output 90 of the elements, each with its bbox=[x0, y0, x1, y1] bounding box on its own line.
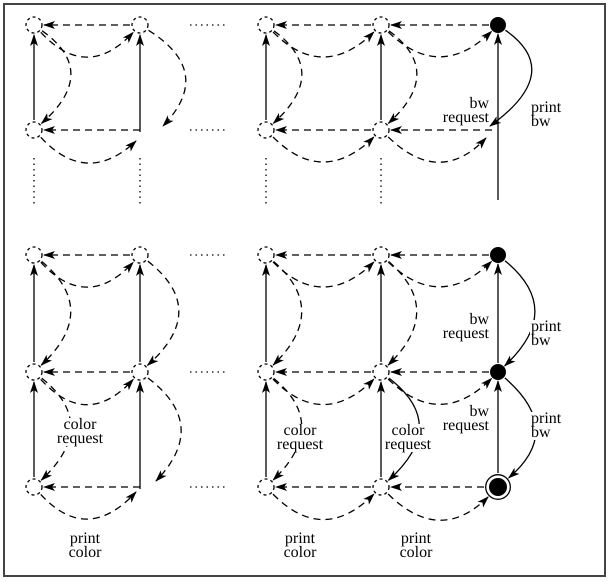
edge-label: bw request bbox=[442, 97, 490, 125]
transition-arrow bbox=[262, 34, 270, 120]
transition-arrow bbox=[504, 260, 536, 367]
transition-arrow bbox=[136, 381, 144, 489]
edge-label: color request bbox=[384, 424, 432, 452]
edge-label: bw request bbox=[442, 405, 490, 433]
transition-arrow bbox=[388, 30, 418, 124]
transition-arrow bbox=[388, 378, 492, 405]
edge-label: print bw bbox=[530, 412, 562, 440]
transition-arrow bbox=[272, 378, 375, 406]
transition-arrow bbox=[388, 30, 492, 58]
transition-arrow bbox=[377, 264, 385, 362]
transition-arrow bbox=[40, 378, 134, 406]
transition-arrow bbox=[272, 261, 302, 366]
dashed-state-circle bbox=[371, 362, 391, 382]
dashed-state-circle bbox=[256, 362, 276, 382]
transition-arrow bbox=[494, 380, 502, 473]
transition-arrow bbox=[275, 368, 371, 376]
transition-arrow bbox=[494, 33, 502, 200]
transition-arrow bbox=[43, 126, 140, 134]
transition-arrow bbox=[390, 21, 489, 29]
dashed-state-circle bbox=[256, 120, 276, 140]
dashed-state-circle bbox=[371, 15, 391, 35]
transition-arrow bbox=[377, 34, 385, 120]
transition-arrow bbox=[489, 30, 532, 127]
dashed-state-circle bbox=[24, 245, 44, 265]
transition-arrow bbox=[262, 381, 270, 477]
transition-arrow bbox=[148, 378, 182, 482]
dashed-state-circle bbox=[24, 120, 44, 140]
transition-arrow bbox=[390, 126, 492, 134]
transition-arrow bbox=[40, 30, 72, 124]
transition-arrow bbox=[262, 264, 270, 362]
transition-arrow bbox=[390, 251, 489, 259]
transition-arrow bbox=[275, 126, 371, 134]
dashed-state-circle bbox=[24, 362, 44, 382]
edge-label: print color bbox=[282, 532, 318, 560]
transition-arrow bbox=[388, 136, 487, 163]
transition-arrow bbox=[275, 21, 371, 29]
edge-label: print bw bbox=[530, 320, 562, 348]
transition-arrow bbox=[388, 261, 418, 366]
transition-arrow bbox=[494, 263, 502, 363]
transition-arrow bbox=[390, 483, 484, 491]
transition-arrow bbox=[388, 260, 492, 288]
dashed-state-circle bbox=[24, 477, 44, 497]
dashed-state-circle bbox=[371, 477, 391, 497]
dashed-state-circle bbox=[256, 245, 276, 265]
final-state-circle bbox=[484, 473, 512, 501]
transition-arrow bbox=[40, 136, 137, 164]
transition-arrow bbox=[30, 34, 38, 120]
edge-label: print color bbox=[68, 532, 102, 560]
transition-arrow bbox=[377, 381, 385, 477]
transition-arrow bbox=[272, 31, 375, 58]
transition-arrow bbox=[275, 483, 371, 491]
transition-arrow bbox=[40, 262, 134, 288]
edge-label: bw request bbox=[442, 313, 490, 341]
transition-arrow bbox=[40, 260, 72, 366]
transition-arrow bbox=[30, 381, 38, 477]
transition-arrow bbox=[40, 32, 134, 58]
transition-arrow bbox=[43, 21, 130, 29]
transition-arrow bbox=[30, 264, 38, 362]
transition-arrow bbox=[43, 483, 140, 491]
transition-arrow bbox=[136, 34, 144, 132]
transition-arrow bbox=[43, 368, 130, 376]
dashed-state-circle bbox=[371, 120, 391, 140]
transition-arrow bbox=[272, 136, 375, 163]
edge-label: color request bbox=[276, 424, 324, 452]
transition-arrow bbox=[148, 30, 186, 127]
edge-label: print bw bbox=[530, 101, 562, 129]
edge-label: print color bbox=[398, 532, 434, 560]
edge-label: color request bbox=[56, 418, 104, 446]
dashed-state-circle bbox=[130, 245, 150, 265]
transition-arrow bbox=[390, 368, 489, 376]
filled-state-dot bbox=[489, 16, 507, 34]
transition-arrow bbox=[43, 251, 130, 259]
dashed-state-circle bbox=[256, 477, 276, 497]
filled-state-dot bbox=[489, 363, 507, 381]
dashed-state-circle bbox=[130, 362, 150, 382]
transition-arrow bbox=[275, 251, 371, 259]
transition-arrow bbox=[272, 261, 375, 288]
transition-arrow bbox=[146, 260, 180, 366]
transition-arrow bbox=[272, 30, 302, 124]
transition-arrow bbox=[272, 493, 375, 520]
transition-arrow bbox=[40, 491, 137, 520]
transition-arrow bbox=[388, 494, 489, 521]
dashed-state-circle bbox=[24, 15, 44, 35]
dashed-state-circle bbox=[371, 245, 391, 265]
dashed-state-circle bbox=[130, 15, 150, 35]
transition-arrow bbox=[136, 264, 144, 362]
dashed-state-circle bbox=[256, 15, 276, 35]
filled-state-dot bbox=[489, 246, 507, 264]
